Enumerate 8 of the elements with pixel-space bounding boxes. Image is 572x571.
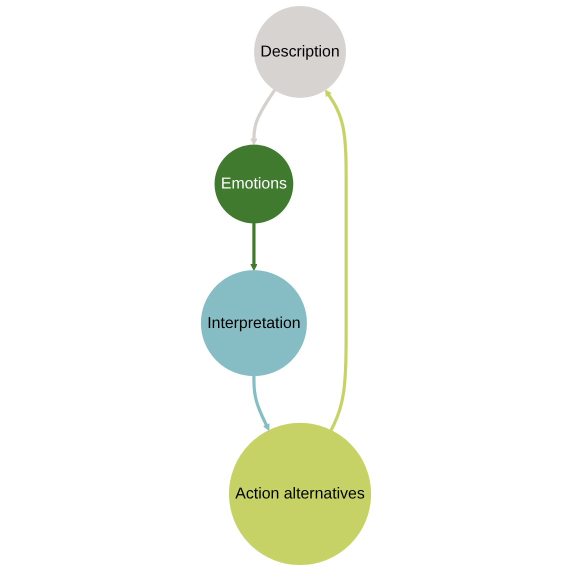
arrow <box>250 222 258 271</box>
node-circle: Action alternatives <box>228 422 372 566</box>
node-circle: Interpretation <box>200 270 307 376</box>
arrow <box>324 90 348 432</box>
node-circle: Emotions <box>214 144 294 224</box>
arrow <box>250 88 276 146</box>
node-circle: Description <box>254 6 346 98</box>
arrow <box>252 376 270 431</box>
